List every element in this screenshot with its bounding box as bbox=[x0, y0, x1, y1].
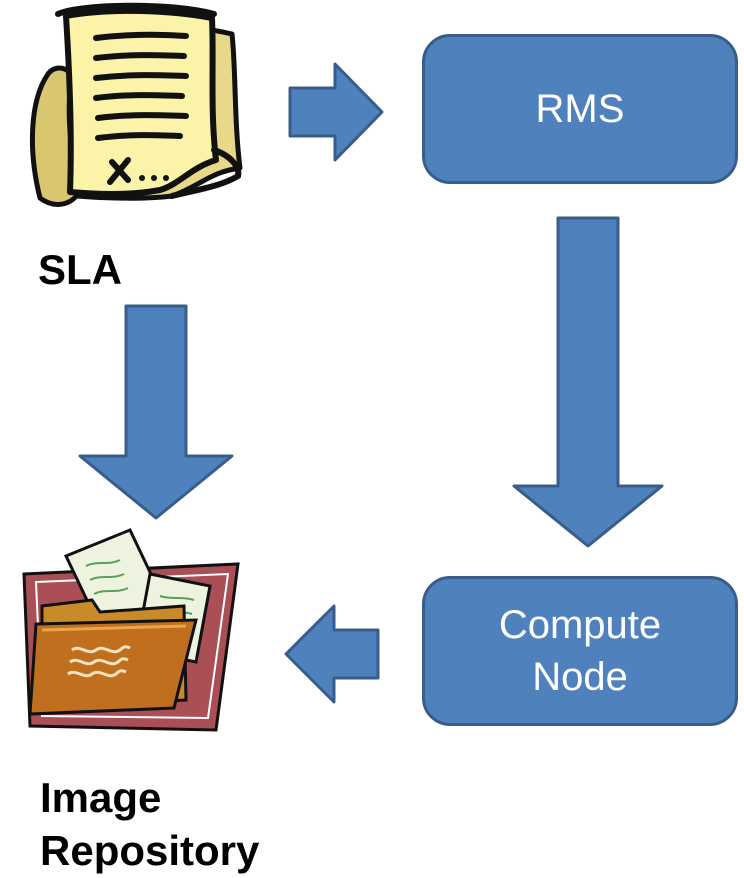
image-repository-label-line2: Repository bbox=[40, 826, 260, 874]
image-repository-label-line1: Image bbox=[40, 774, 162, 821]
compute-node: Compute Node bbox=[422, 576, 738, 726]
document-scroll-icon bbox=[29, 2, 243, 207]
sla-label: SLA bbox=[38, 246, 122, 293]
rms-node: RMS bbox=[422, 34, 738, 184]
image-repository-label: Image Repository bbox=[40, 772, 259, 877]
compute-node-label-line1: Compute bbox=[498, 603, 662, 647]
arrow-sla-to-repository bbox=[78, 304, 234, 520]
arrow-sla-to-rms bbox=[288, 62, 384, 162]
compute-node-label-line2: Node bbox=[532, 655, 628, 699]
folder-with-papers-icon bbox=[22, 528, 240, 732]
arrow-compute-to-repository bbox=[284, 604, 380, 704]
arrow-rms-to-compute bbox=[512, 216, 664, 548]
rms-node-label: RMS bbox=[535, 87, 625, 131]
